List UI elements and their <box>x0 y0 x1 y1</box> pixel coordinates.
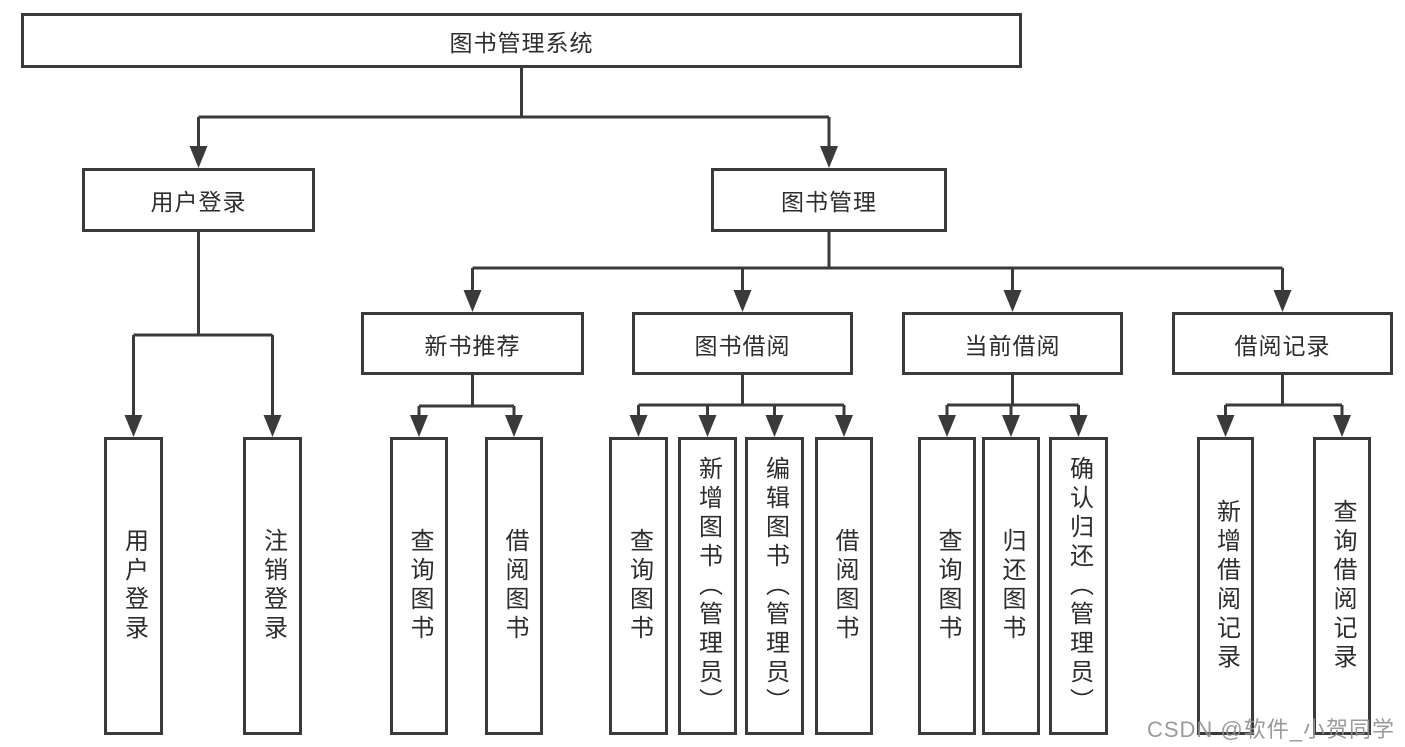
leaf-bb-add-books-admin: 新增图书（管理员） <box>678 437 737 735</box>
leaf-br-query-record-label: 查询借阅记录 <box>1329 499 1356 673</box>
node-book-management: 图书管理 <box>711 168 947 232</box>
node-book-borrow-label: 图书借阅 <box>694 332 791 359</box>
leaf-cb-confirm-return-admin: 确认归还（管理员） <box>1049 437 1108 735</box>
node-user-login-label: 用户登录 <box>150 189 247 215</box>
node-user-login: 用户登录 <box>82 168 315 232</box>
leaf-logout-label: 注销登录 <box>259 528 287 644</box>
leaf-bb-query-books: 查询图书 <box>609 437 668 735</box>
connector-bookborrow-to-leaves <box>637 373 846 417</box>
leaf-cb-confirm-return-admin-label: 确认归还（管理员） <box>1065 455 1093 717</box>
leaf-nbr-borrow-books-label: 借阅图书 <box>501 528 528 644</box>
connector-bookmgmt-to-level3 <box>471 230 1284 292</box>
leaf-nbr-query-books-label: 查询图书 <box>406 528 433 644</box>
leaf-cb-query-books-label: 查询图书 <box>934 528 961 644</box>
node-root-label: 图书管理系统 <box>449 29 594 56</box>
node-borrow-records-label: 借阅记录 <box>1234 332 1331 359</box>
leaf-logout: 注销登录 <box>243 437 302 735</box>
node-current-borrow: 当前借阅 <box>902 312 1123 375</box>
watermark: CSDN @软件_小贺同学 <box>1146 717 1395 742</box>
node-borrow-records: 借阅记录 <box>1172 312 1393 375</box>
connector-userlogin-to-leaves <box>132 230 274 417</box>
leaf-cb-query-books: 查询图书 <box>918 437 976 735</box>
node-new-book-recommend-label: 新书推荐 <box>424 332 521 359</box>
node-new-book-recommend: 新书推荐 <box>361 312 584 375</box>
node-current-borrow-label: 当前借阅 <box>964 332 1061 359</box>
leaf-bb-add-books-admin-label: 新增图书（管理员） <box>694 455 722 717</box>
node-book-management-label: 图书管理 <box>781 189 877 215</box>
leaf-bb-query-books-label: 查询图书 <box>625 528 653 644</box>
leaf-user-login: 用户登录 <box>104 437 163 735</box>
leaf-user-login-label: 用户登录 <box>120 528 148 644</box>
leaf-bb-edit-books-admin: 编辑图书（管理员） <box>745 437 804 735</box>
arrowheads <box>124 146 1351 437</box>
leaf-br-query-record: 查询借阅记录 <box>1313 437 1371 735</box>
leaf-bb-borrow-books-label: 借阅图书 <box>831 528 858 644</box>
connector-currentborrow-to-leaves <box>945 373 1080 417</box>
leaf-cb-return-books: 归还图书 <box>982 437 1040 735</box>
leaf-bb-borrow-books: 借阅图书 <box>815 437 873 735</box>
node-book-borrow: 图书借阅 <box>632 312 853 375</box>
connector-root-to-level2 <box>197 66 831 148</box>
leaf-nbr-borrow-books: 借阅图书 <box>485 437 543 735</box>
node-root: 图书管理系统 <box>21 13 1022 68</box>
leaf-nbr-query-books: 查询图书 <box>390 437 448 735</box>
connector-borrowrecords-to-leaves <box>1224 373 1344 417</box>
leaf-br-add-record-label: 新增借阅记录 <box>1212 499 1240 673</box>
connector-newbookrec-to-leaves <box>417 373 516 417</box>
leaf-bb-edit-books-admin-label: 编辑图书（管理员） <box>761 455 789 717</box>
leaf-br-add-record: 新增借阅记录 <box>1197 437 1254 735</box>
leaf-cb-return-books-label: 归还图书 <box>998 528 1025 644</box>
